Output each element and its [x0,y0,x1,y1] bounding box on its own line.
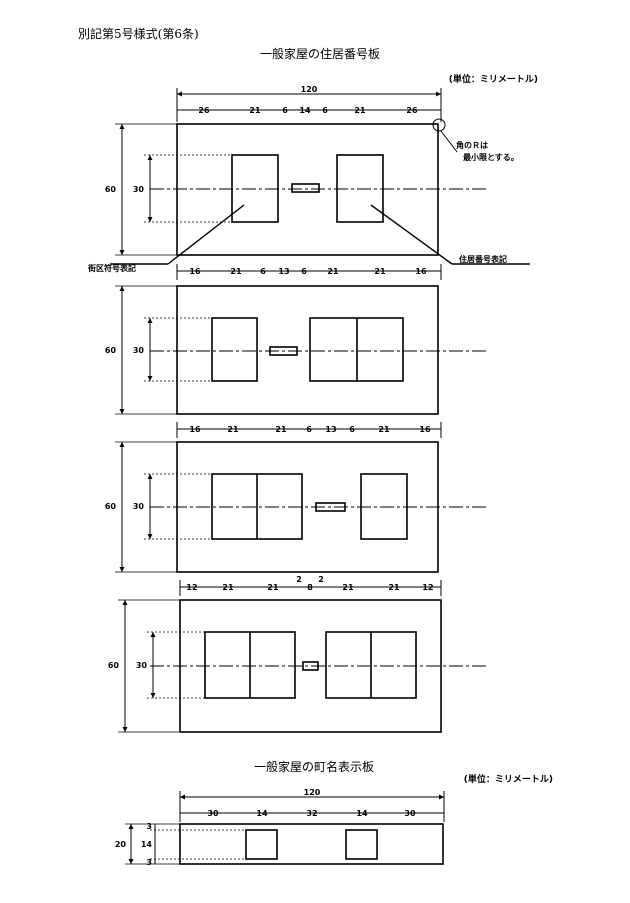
dim-label: 14 [299,106,311,115]
block-label: 街区符号表記 [87,263,136,273]
dim-label: 16 [415,267,427,276]
dim-label: 21 [267,583,279,592]
house-plate-title: 一般家屋の住居番号板 [260,46,380,61]
corner-radius-mark [432,118,446,132]
dim-label: 16 [189,267,201,276]
dim-label: 32 [306,809,317,818]
dim-label: 6 [306,425,312,434]
town-plate [125,791,445,865]
height-label: 60 [105,502,117,511]
dim-label: 6 [349,425,355,434]
v-dim-label: 3 [146,858,152,867]
unit-note: (単位：ミリメートル) [449,73,538,85]
dim-label: 21 [275,425,287,434]
dim-label: 21 [249,106,261,115]
hyphen-mark [291,183,320,193]
town-plate-title: 一般家屋の町名表示板 [254,759,374,774]
unit-note: (単位：ミリメートル) [464,773,553,785]
plate-2 [115,264,486,415]
dim-label: 13 [325,425,336,434]
dim-label: 26 [198,106,210,115]
dim-label: 13 [278,267,289,276]
plate-1 [110,88,530,265]
town-name-box [345,829,378,860]
plate-outline [179,823,444,865]
height-label: 60 [108,661,120,670]
dim-label: 14 [356,809,368,818]
v-dim-label: 14 [141,840,153,849]
block-number-box [211,317,258,382]
dim-label: 12 [422,583,433,592]
dim-label: 21 [222,583,234,592]
dim-label: 30 [207,809,219,818]
dim-label: 21 [327,267,339,276]
dim-label: 21 [374,267,386,276]
dim-label: 6 [260,267,266,276]
dim-label: 6 [322,106,328,115]
dim-label: 21 [227,425,239,434]
total-width-label: 120 [301,85,318,94]
plate-4 [118,580,486,733]
inner-height-label: 30 [136,661,148,670]
dim-label: 12 [186,583,197,592]
form-label: 別記第5号様式(第6条) [78,26,199,41]
dim-label: 14 [256,809,268,818]
dim-label: 6 [301,267,307,276]
dim-label: 21 [378,425,390,434]
town-name-box [245,829,278,860]
dim-label: 2 [296,575,302,584]
dim-label: 21 [342,583,354,592]
inner-height-label: 30 [133,185,145,194]
dim-label: 30 [404,809,416,818]
dim-label: 16 [189,425,201,434]
dim-label: 6 [282,106,288,115]
plate-outline [176,285,439,415]
height-label: 60 [105,185,117,194]
dim-label: 26 [406,106,418,115]
dim-label: 16 [419,425,431,434]
inner-height-label: 30 [133,346,145,355]
corner-note: 角のＲは [456,140,488,150]
leader-line-block [167,204,245,265]
dim-label: 8 [307,583,313,592]
height-label: 60 [105,346,117,355]
plate-3 [115,422,486,573]
total-width-label: 120 [304,788,321,797]
dim-label: 2 [318,575,324,584]
dim-label: 21 [388,583,400,592]
corner-note: 最小限とする。 [463,152,519,162]
dim-label: 21 [230,267,242,276]
dim-label: 21 [354,106,366,115]
inner-height-label: 30 [133,502,145,511]
number-label: 住居番号表記 [459,254,507,264]
v-dim-label: 3 [146,822,152,831]
leader-line-number [370,204,453,265]
height-label: 20 [115,840,127,849]
